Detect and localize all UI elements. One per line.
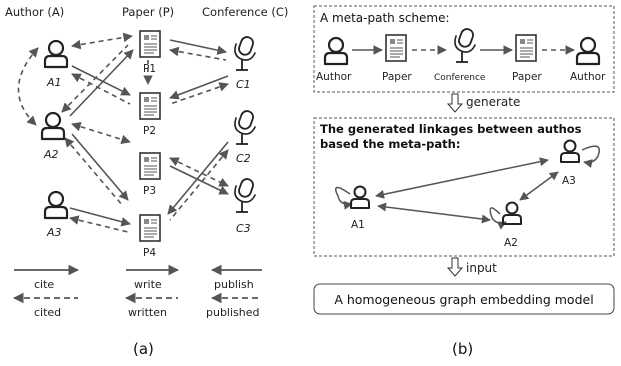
linkage-box bbox=[313, 117, 615, 257]
panel-b: A meta-path scheme: Author Paper Confere… bbox=[313, 5, 615, 358]
panel-a-edges bbox=[17, 32, 229, 233]
document-icon bbox=[139, 152, 161, 180]
document-icon bbox=[385, 34, 407, 62]
paper-node-p4: P4 bbox=[139, 214, 161, 259]
generate-label: generate bbox=[466, 95, 520, 109]
scheme-node-author-2: Author bbox=[570, 71, 606, 83]
person-icon bbox=[350, 185, 370, 209]
scheme-node-paper-1: Paper bbox=[382, 71, 412, 83]
person-icon bbox=[575, 36, 601, 66]
linkage-node-a3: A3 bbox=[562, 175, 576, 187]
scheme-box bbox=[313, 5, 615, 93]
legend-cite: cite bbox=[34, 278, 54, 291]
generate-arrow bbox=[446, 93, 464, 113]
linkage-title-line2: based the meta-path: bbox=[320, 137, 460, 151]
panel-a: Author (A) Paper (P) Conference (C) bbox=[5, 5, 288, 358]
linkage-node-a1: A1 bbox=[351, 219, 365, 231]
header-conference: Conference (C) bbox=[202, 5, 288, 19]
paper-node-p2: P2 bbox=[139, 92, 161, 137]
document-icon bbox=[139, 214, 161, 242]
paper-label-p3: P3 bbox=[143, 185, 156, 197]
document-icon bbox=[139, 30, 161, 58]
legend-publish: publish bbox=[214, 278, 254, 291]
conference-label-c2: C2 bbox=[236, 152, 251, 165]
legend-published: published bbox=[206, 306, 260, 319]
panel-a-legend bbox=[12, 264, 262, 304]
header-author: Author (A) bbox=[5, 5, 64, 19]
caption-b: (b) bbox=[452, 340, 473, 358]
microphone-icon bbox=[230, 176, 257, 213]
person-icon bbox=[502, 201, 522, 225]
input-arrow bbox=[446, 257, 464, 277]
person-icon bbox=[43, 39, 69, 69]
person-icon bbox=[560, 139, 580, 163]
legend-write: write bbox=[134, 278, 162, 291]
linkage-node-a2: A2 bbox=[504, 237, 518, 249]
caption-a: (a) bbox=[133, 340, 154, 358]
conference-label-c3: C3 bbox=[236, 222, 251, 235]
microphone-icon bbox=[230, 34, 257, 71]
scheme-node-author-1: Author bbox=[316, 71, 352, 83]
author-label-a2: A2 bbox=[43, 148, 59, 161]
author-label-a3: A3 bbox=[46, 226, 62, 239]
header-paper: Paper (P) bbox=[122, 5, 174, 19]
document-icon bbox=[515, 34, 537, 62]
conference-node-c1: C1 bbox=[230, 34, 257, 91]
paper-node-p1: P1 bbox=[139, 30, 161, 75]
microphone-icon bbox=[450, 26, 477, 63]
person-icon bbox=[40, 111, 66, 141]
paper-label-p4: P4 bbox=[143, 247, 156, 259]
person-icon bbox=[323, 36, 349, 66]
input-label: input bbox=[466, 261, 497, 275]
document-icon bbox=[139, 92, 161, 120]
legend-cited: cited bbox=[34, 306, 61, 319]
microphone-icon bbox=[230, 108, 257, 145]
author-node-a3: A3 bbox=[43, 190, 69, 239]
paper-label-p2: P2 bbox=[143, 125, 156, 137]
paper-node-p3: P3 bbox=[139, 152, 161, 197]
model-label: A homogeneous graph embedding model bbox=[334, 292, 593, 307]
conference-node-c2: C2 bbox=[230, 108, 257, 165]
author-node-a1: A1 bbox=[43, 39, 69, 89]
author-label-a1: A1 bbox=[46, 76, 62, 89]
conference-label-c1: C1 bbox=[236, 78, 251, 91]
model-box bbox=[313, 283, 615, 315]
linkage-title-line1: The generated linkages between authos bbox=[320, 122, 582, 136]
author-node-a2: A2 bbox=[40, 111, 66, 161]
person-icon bbox=[43, 190, 69, 220]
legend-written: written bbox=[128, 306, 167, 319]
scheme-node-conference: Conference bbox=[434, 73, 486, 83]
conference-node-c3: C3 bbox=[230, 176, 257, 235]
paper-label-p1: P1 bbox=[143, 63, 156, 75]
scheme-node-paper-2: Paper bbox=[512, 71, 542, 83]
scheme-title: A meta-path scheme: bbox=[320, 11, 450, 25]
